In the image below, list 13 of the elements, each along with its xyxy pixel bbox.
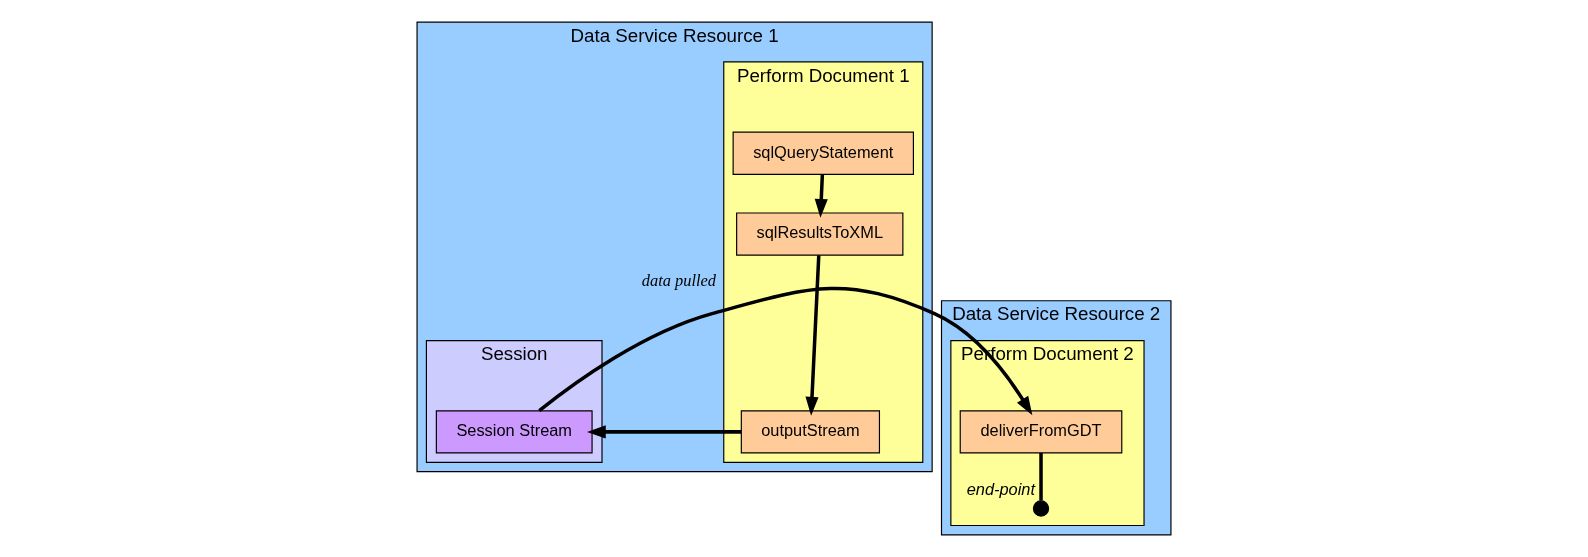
arrow: [587, 425, 741, 439]
node-label: end-point: [966, 480, 1035, 499]
node-box: sqlQueryStatement: [732, 131, 914, 175]
connector: [1039, 452, 1043, 501]
arrow: [814, 174, 828, 218]
edge-label: data pulled: [641, 270, 716, 290]
node-box: deliverFromGDT: [959, 410, 1123, 454]
arrow: [805, 255, 821, 416]
node-box: sqlResultsToXML: [736, 212, 904, 256]
arrow: [538, 286, 1033, 416]
node-box: Session Stream: [435, 410, 593, 454]
node-circle: [1032, 500, 1050, 517]
node-box: outputStream: [740, 410, 881, 454]
